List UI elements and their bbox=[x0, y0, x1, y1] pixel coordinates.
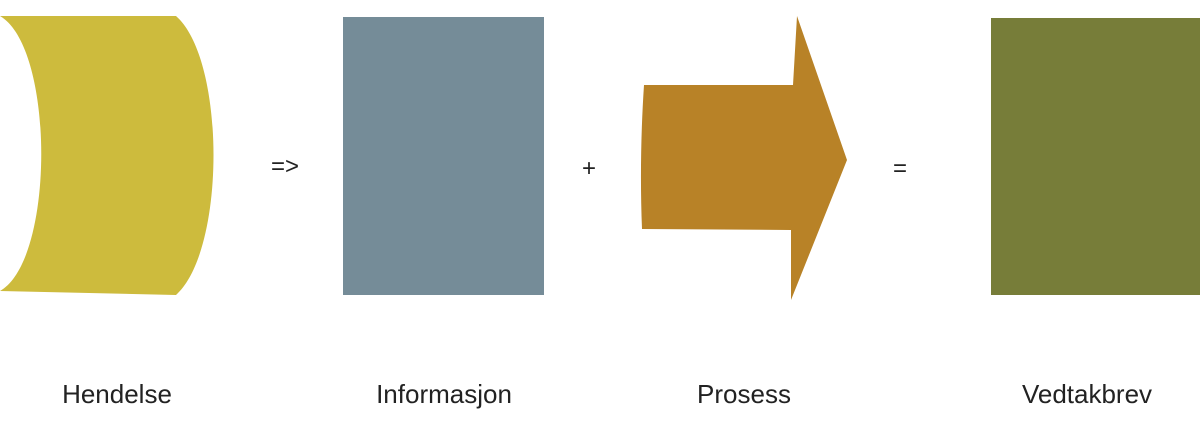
implies-operator: => bbox=[271, 153, 299, 180]
information-shape bbox=[343, 17, 544, 295]
process-shape bbox=[640, 16, 847, 300]
plus-operator: + bbox=[582, 155, 596, 182]
process-label: Prosess bbox=[697, 379, 791, 409]
decision-letter-shape bbox=[991, 18, 1200, 295]
equals-operator: = bbox=[893, 155, 907, 182]
information-label: Informasjon bbox=[376, 379, 512, 409]
decision-letter-label: Vedtakbrev bbox=[1022, 379, 1152, 409]
event-label: Hendelse bbox=[62, 379, 172, 409]
event-shape bbox=[0, 16, 214, 295]
